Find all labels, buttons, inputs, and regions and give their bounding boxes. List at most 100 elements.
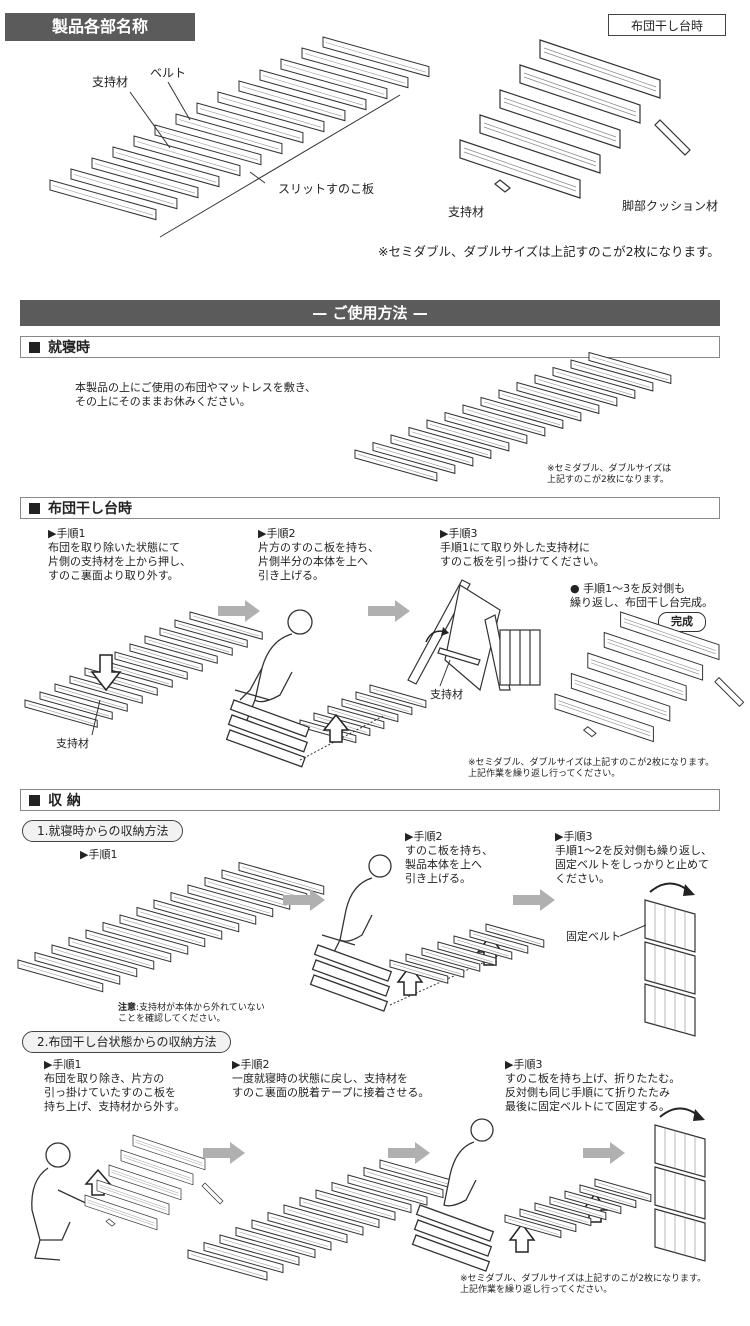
- usage-banner: — ご使用方法 —: [20, 300, 720, 326]
- slat: [238, 861, 325, 895]
- slat: [283, 1204, 364, 1236]
- futon-section-heading: 布団干し台時: [20, 497, 720, 519]
- flat-slatted-board-illustration: [49, 36, 430, 221]
- slat: [203, 1241, 284, 1274]
- slat: [552, 366, 636, 400]
- futon-step4: ● 手順1～3を反対側も 繰り返し、布団干し台完成。: [570, 582, 713, 609]
- stacked-board: [654, 1124, 706, 1178]
- stand-panel: [120, 1149, 194, 1186]
- slat: [453, 935, 513, 960]
- stand-panel: [620, 611, 720, 661]
- stacked-board: [644, 941, 696, 995]
- lift-up-arrow-icon: [322, 713, 350, 743]
- slat: [259, 69, 367, 111]
- parts-title: 製品各部名称: [5, 13, 195, 41]
- slat: [129, 643, 203, 672]
- futon-note: ※セミダブル、ダブルサイズは上記すのこが2枚になります。 上記作業を繰り返し行っ…: [468, 758, 715, 779]
- slat: [112, 146, 220, 188]
- storage-sub2-step2: ▶手順2 一度就寝時の状態に戻し、支持材を すのこ裏面の脱着テープに接着させる。: [232, 1058, 430, 1099]
- stand-panel: [459, 139, 581, 199]
- slat: [437, 941, 497, 966]
- slat: [469, 929, 529, 954]
- slat: [133, 135, 241, 177]
- slat: [331, 1181, 412, 1214]
- slat: [534, 374, 618, 407]
- label-slit-board: スリットすのこ板: [278, 182, 375, 196]
- stand-panel: [479, 114, 601, 174]
- slat: [354, 449, 438, 482]
- caution-label: 注意: [118, 1003, 137, 1013]
- slat: [85, 929, 172, 963]
- slat: [504, 1214, 562, 1239]
- storage-sub1-step2-board: [389, 923, 545, 984]
- storage-folded-stack: [644, 882, 696, 1037]
- square-bullet-icon: [29, 342, 40, 353]
- stand-panel: [603, 631, 704, 681]
- gray-arrow-1: [218, 600, 260, 622]
- slat: [444, 411, 528, 445]
- slat: [154, 124, 262, 166]
- sleep-section-heading: 就寝時: [20, 336, 720, 358]
- slat: [235, 1226, 316, 1259]
- label-belt: ベルト: [150, 66, 187, 80]
- slat: [174, 619, 248, 648]
- slat: [17, 959, 104, 993]
- slat: [588, 351, 672, 385]
- futon-step1: ▶手順1 布団を取り除いた状態にて 片側の支持材を上から押し、 すのこ裏面より取…: [48, 527, 191, 582]
- stand-panel: [570, 672, 671, 722]
- stacked-board: [644, 983, 696, 1037]
- square-bullet-icon: [29, 503, 40, 514]
- slat: [280, 58, 388, 100]
- stacked-board: [654, 1208, 706, 1262]
- slat: [516, 381, 600, 415]
- storage-sub2-title: 2.布団干し台状態からの収納方法: [22, 1031, 232, 1053]
- slat: [301, 47, 409, 89]
- slat: [570, 359, 654, 392]
- sleep-board-illustration: [354, 351, 672, 482]
- futon-mode-box: 布団干し台時: [608, 14, 726, 36]
- futon-drying-stand-illustration: [459, 39, 691, 199]
- futon-step2: ▶手順2 片方のすのこ板を持ち、 片側半分の本体を上へ 引き上げる。: [258, 527, 379, 582]
- gray-arrow-4: [513, 889, 555, 911]
- storage-sub1-step3: ▶手順3 手順1～2を反対側も繰り返し、 固定ベルトをしっかりと止めて ください…: [555, 830, 712, 885]
- gray-arrow-2: [368, 600, 410, 622]
- rotate-arrow-icon: [649, 882, 695, 896]
- futon-step3: ▶手順3 手順1にて取り外した支持材に すのこ板を引っ掛けてください。: [440, 527, 605, 568]
- slat: [196, 102, 304, 144]
- stand-leg: [105, 1182, 224, 1227]
- slat: [363, 1166, 444, 1199]
- slat: [175, 113, 283, 155]
- slat: [91, 157, 199, 199]
- rotate-arrow-icon: [659, 1107, 705, 1121]
- slat: [24, 699, 98, 728]
- slat: [114, 651, 188, 680]
- slat: [70, 168, 178, 210]
- slat: [405, 953, 465, 978]
- slat: [102, 921, 189, 955]
- slat: [480, 396, 564, 430]
- slat: [51, 944, 138, 978]
- slat: [369, 684, 427, 709]
- slat: [372, 441, 456, 475]
- slat: [219, 1234, 300, 1266]
- square-bullet-icon: [29, 795, 40, 806]
- slat: [322, 36, 430, 78]
- slat: [170, 891, 257, 925]
- slat: [519, 1208, 577, 1233]
- stand-panel: [554, 693, 654, 743]
- belt-leader: [619, 924, 647, 937]
- slat: [238, 80, 346, 122]
- sleep-instructions: 本製品の上にご使用の布団やマットレスを敷き、 その上にそのままお休みください。: [75, 381, 317, 408]
- storage-note: ※セミダブル、ダブルサイズは上記すのこが2枚になります。 上記作業を繰り返し行っ…: [460, 1274, 707, 1295]
- slat: [408, 426, 492, 460]
- slat: [136, 906, 223, 940]
- slat: [267, 1211, 348, 1244]
- parts-leader-lines: [129, 81, 401, 238]
- slat: [594, 1178, 652, 1203]
